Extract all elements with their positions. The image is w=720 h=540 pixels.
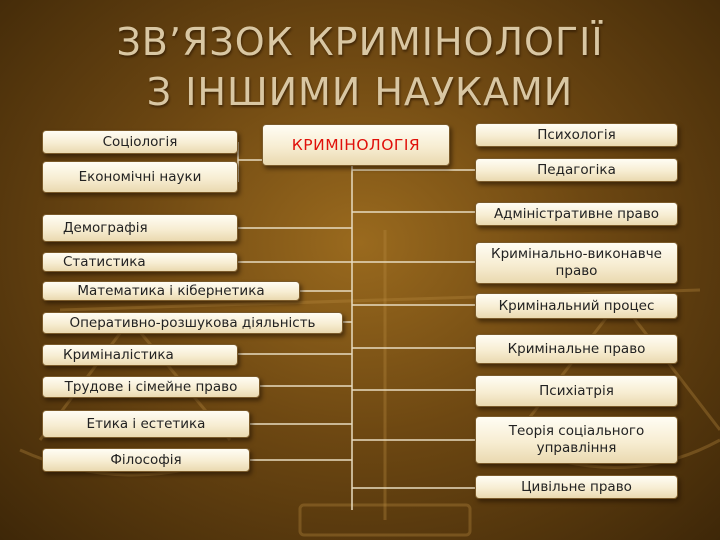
right-item-criminal-procedure: Кримінальний процес [475, 293, 678, 319]
right-item-civil-law: Цивільне право [475, 475, 678, 499]
left-item-ethics-aesthetics: Етика і естетика [42, 410, 250, 438]
right-item-social-management-theory: Теорія соціального управління [475, 416, 678, 464]
left-item-math-cybernetics: Математика і кібернетика [42, 281, 300, 301]
right-item-psychology: Психологія [475, 123, 678, 147]
right-item-administrative-law: Адміністративне право [475, 202, 678, 226]
page-title-line-2: З ІНШИМИ НАУКАМИ [146, 70, 574, 114]
left-item-demography: Демографія [42, 214, 238, 242]
left-item-sociology: Соціологія [42, 130, 238, 154]
left-item-criminalistics: Криміналістика [42, 344, 238, 366]
page-title-line-1: ЗВ’ЯЗОК КРИМІНОЛОГІЇ [116, 20, 604, 64]
criminology-center-box: КРИМІНОЛОГІЯ [262, 124, 450, 166]
right-item-psychiatry: Психіатрія [475, 375, 678, 407]
right-item-pedagogy: Педагогіка [475, 158, 678, 182]
left-item-economics: Економічні науки [42, 161, 238, 193]
left-item-labor-family-law: Трудове і сімейне право [42, 376, 260, 398]
left-item-operational-search: Оперативно-розшукова діяльність [42, 312, 343, 334]
right-item-penal-executive-law: Кримінально-виконавче право [475, 242, 678, 284]
right-item-criminal-law: Кримінальне право [475, 334, 678, 364]
left-item-philosophy: Філософія [42, 448, 250, 472]
left-item-statistics: Статистика [42, 252, 238, 272]
